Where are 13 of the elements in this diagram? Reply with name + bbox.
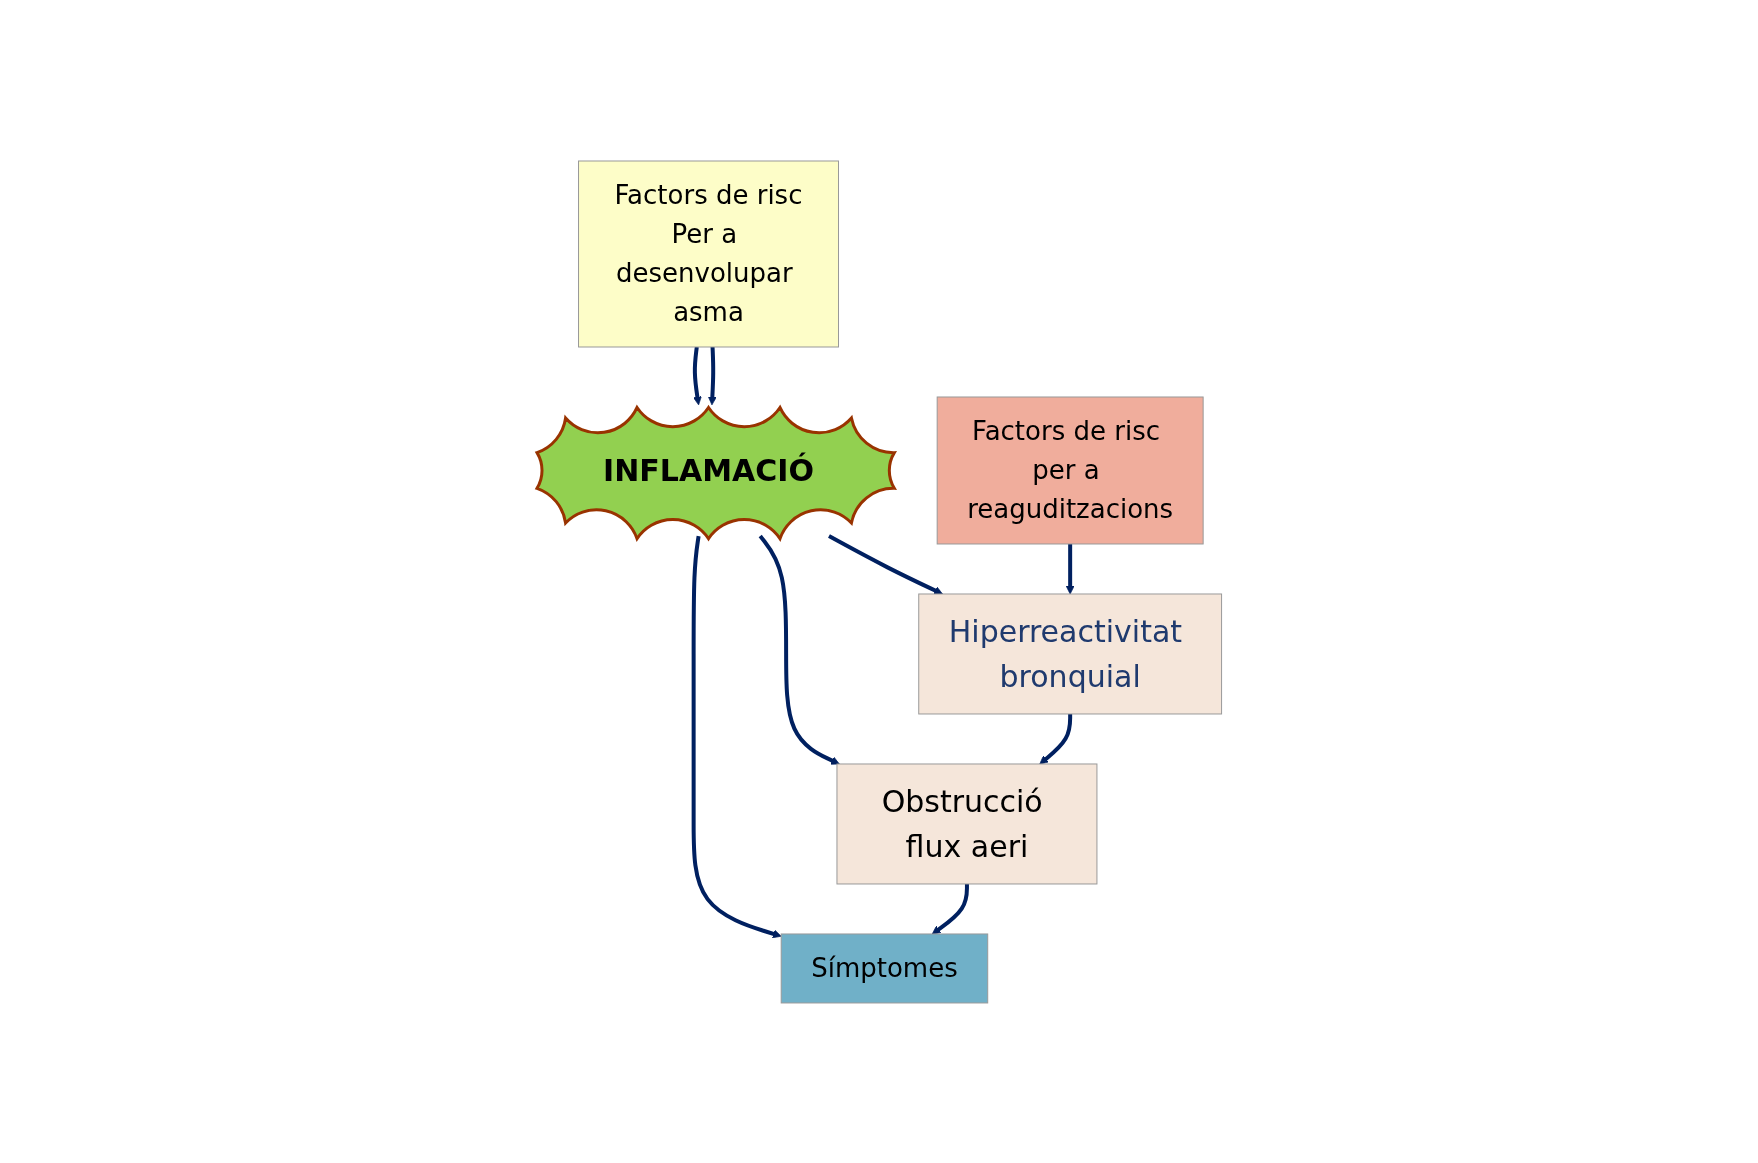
arrow [692,346,702,405]
arrow [1065,543,1075,594]
arrow [707,346,717,405]
node-box: Factors de risc per a reaguditzacions [936,396,1204,544]
arrow [1039,713,1072,764]
node-box: Hiperreactivitat bronquial [917,593,1222,714]
arrow [691,535,782,938]
node-box: Símptomes [780,933,988,1003]
arrow [758,534,840,765]
arrow [931,883,969,934]
arrow [827,533,943,595]
node-box: Obstrucció flux aeri [836,763,1098,884]
node-box: Factors de risc Per a desenvolupar asma [577,160,839,347]
